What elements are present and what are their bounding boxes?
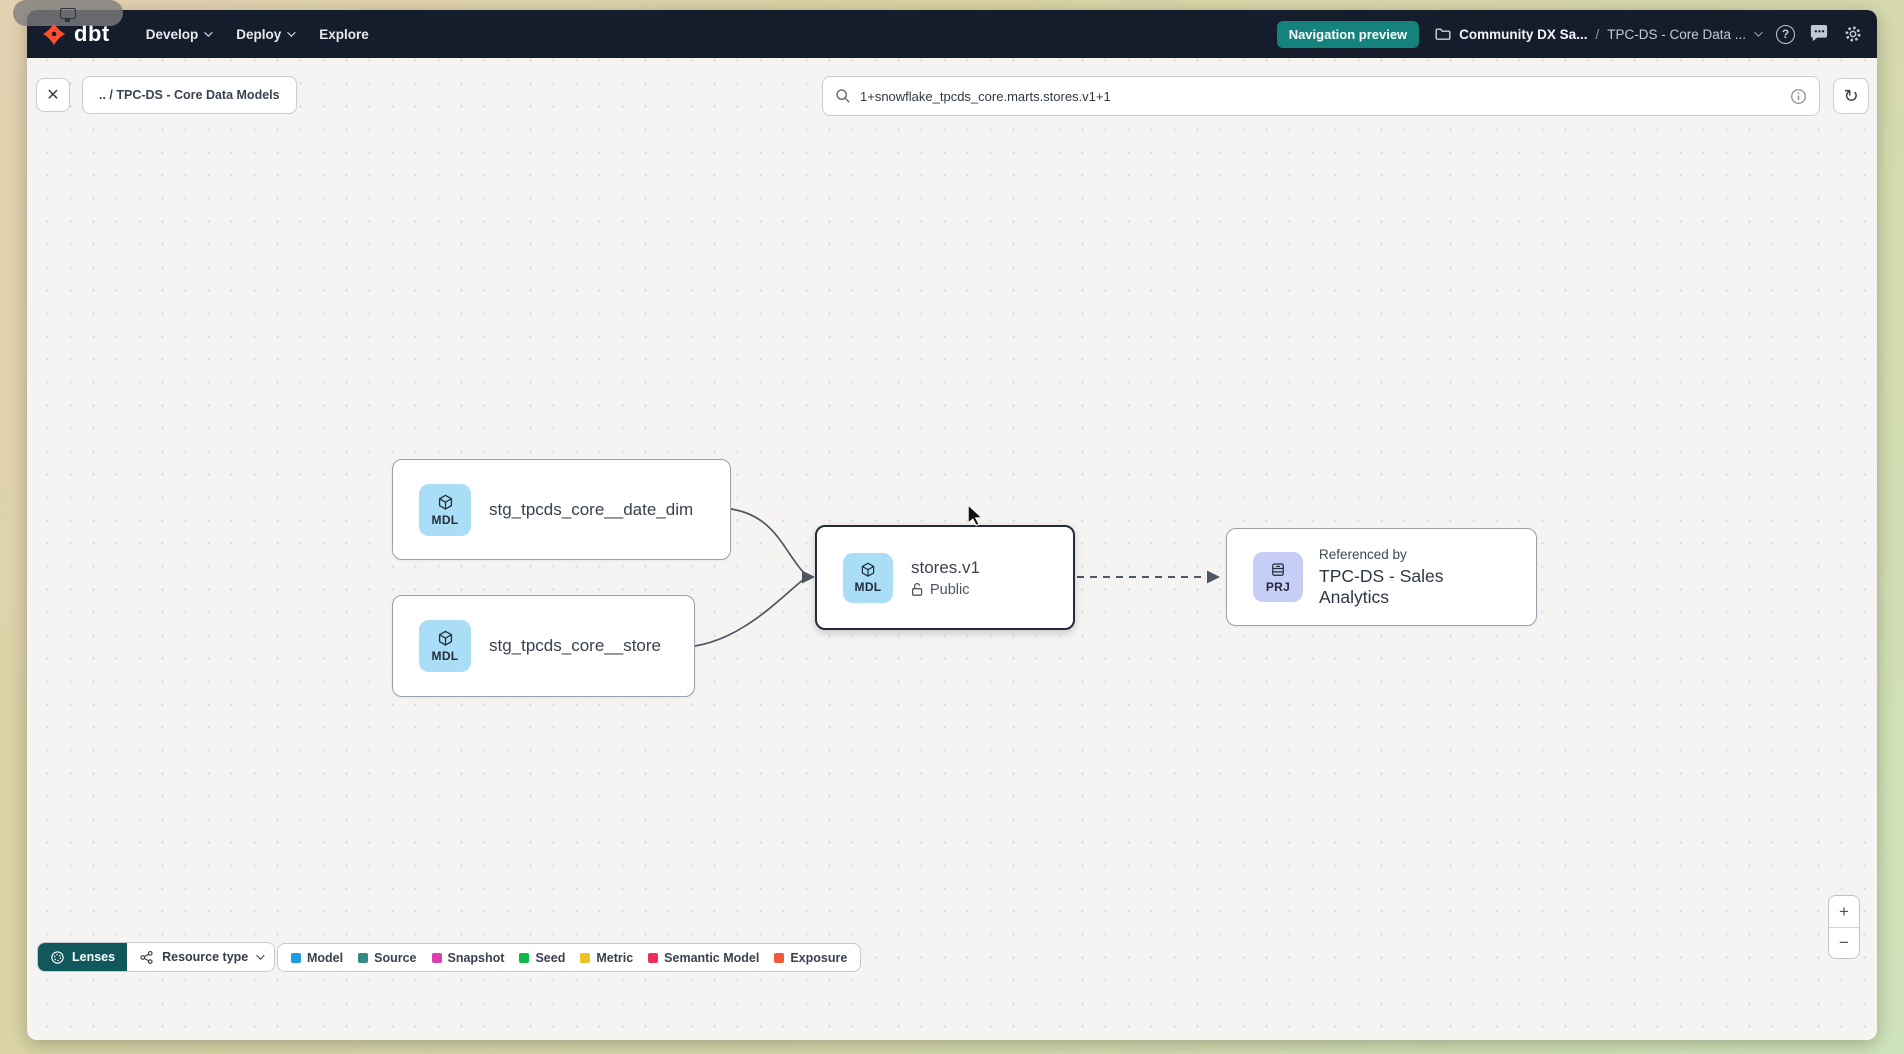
- model-badge: MDL: [843, 552, 893, 603]
- legend-item-model: Model: [291, 951, 343, 965]
- zoom-in-button[interactable]: +: [1829, 896, 1859, 927]
- dbt-logo-icon: [42, 22, 66, 46]
- legend-item-metric: Metric: [580, 951, 633, 965]
- cube-icon: [438, 494, 452, 510]
- node-stg-tpcds-core-store[interactable]: MDL stg_tpcds_core__store: [392, 595, 695, 697]
- cube-icon: [438, 630, 452, 646]
- resource-type-label: Resource type: [162, 950, 249, 964]
- top-navbar: dbt Develop Deploy Explore Navigation pr…: [27, 10, 1877, 58]
- refresh-button[interactable]: ↻: [1833, 78, 1869, 114]
- node-stg-tpcds-core-date-dim[interactable]: MDL stg_tpcds_core__date_dim: [392, 459, 731, 560]
- legend-swatch: [431, 952, 442, 963]
- nav-develop[interactable]: Develop: [145, 26, 213, 42]
- badge-label: MDL: [431, 649, 459, 663]
- help-icon[interactable]: ?: [1776, 24, 1795, 44]
- legend-item-semantic-model: Semantic Model: [648, 951, 759, 965]
- legend-label: Semantic Model: [664, 950, 760, 965]
- resource-graph-icon: [140, 950, 153, 964]
- legend-swatch: [358, 952, 369, 963]
- legend-swatch: [648, 952, 659, 963]
- lenses-label: Lenses: [72, 950, 116, 964]
- node-title: stores.v1: [911, 557, 980, 577]
- unlock-icon: [911, 582, 923, 596]
- badge-label: MDL: [854, 580, 882, 594]
- navigation-preview-badge[interactable]: Navigation preview: [1276, 20, 1420, 48]
- app-window: dbt Develop Deploy Explore Navigation pr…: [27, 10, 1877, 1040]
- access-label: Public: [930, 581, 970, 598]
- chevron-down-icon: [256, 951, 265, 960]
- legend-swatch: [774, 952, 785, 963]
- zoom-out-button[interactable]: −: [1829, 927, 1859, 958]
- mouse-cursor: [968, 505, 983, 527]
- node-tpcds-sales-analytics[interactable]: PRJ Referenced by TPC-DS - Sales Analyti…: [1226, 528, 1537, 626]
- node-stores-v1[interactable]: MDL stores.v1 Public: [815, 525, 1075, 630]
- lens-controls: Lenses Resource type: [37, 942, 276, 972]
- badge-label: MDL: [431, 512, 459, 527]
- folder-icon: [1435, 28, 1451, 40]
- resource-legend: Model Source Snapshot Seed Metric Semant…: [277, 943, 862, 972]
- lineage-search-bar[interactable]: [822, 76, 1820, 116]
- feedback-icon[interactable]: [1809, 25, 1829, 43]
- monitor-icon: [60, 7, 76, 22]
- info-icon[interactable]: [1790, 88, 1807, 105]
- close-button[interactable]: ✕: [36, 78, 70, 112]
- project-badge: PRJ: [1253, 552, 1303, 602]
- legend-label: Exposure: [790, 950, 848, 965]
- legend-label: Seed: [535, 950, 566, 965]
- breadcrumb-separator: /: [1595, 26, 1600, 42]
- legend-item-source: Source: [358, 950, 417, 965]
- lineage-path-chip[interactable]: .. / TPC-DS - Core Data Models: [82, 76, 297, 114]
- legend-swatch: [519, 952, 530, 963]
- breadcrumb-project[interactable]: TPC-DS - Core Data ...: [1607, 26, 1746, 42]
- nav-explore-label: Explore: [319, 26, 369, 42]
- nav-explore[interactable]: Explore: [319, 27, 369, 42]
- chevron-down-icon[interactable]: [1754, 28, 1763, 37]
- model-badge: MDL: [419, 483, 471, 536]
- legend-label: Snapshot: [447, 950, 505, 965]
- search-input[interactable]: [860, 88, 1781, 104]
- nav-deploy[interactable]: Deploy: [236, 26, 296, 42]
- search-icon: [836, 89, 850, 103]
- node-title: stg_tpcds_core__date_dim: [489, 499, 694, 519]
- cube-icon: [861, 562, 875, 577]
- legend-label: Source: [374, 950, 417, 965]
- legend-item-snapshot: Snapshot: [431, 950, 505, 965]
- resource-type-button[interactable]: Resource type: [127, 943, 275, 971]
- screenshare-indicator: [13, 0, 123, 26]
- chevron-down-icon: [204, 28, 213, 37]
- zoom-controls: + −: [1828, 895, 1860, 959]
- lineage-canvas[interactable]: MDL stg_tpcds_core__date_dim MDL stg_tpc…: [27, 58, 1877, 1040]
- referenced-by-label: Referenced by: [1319, 546, 1407, 562]
- legend-item-seed: Seed: [519, 951, 565, 965]
- nav-develop-label: Develop: [145, 26, 199, 42]
- badge-label: PRJ: [1265, 579, 1291, 594]
- nav-deploy-label: Deploy: [236, 26, 282, 42]
- legend-label: Metric: [596, 950, 634, 965]
- lenses-button[interactable]: Lenses: [38, 943, 128, 971]
- drawers-icon: [1272, 562, 1284, 576]
- node-title: stg_tpcds_core__store: [489, 636, 661, 655]
- chevron-down-icon: [287, 28, 296, 37]
- legend-label: Model: [307, 950, 344, 965]
- breadcrumb-account[interactable]: Community DX Sa...: [1459, 26, 1588, 42]
- legend-item-exposure: Exposure: [774, 951, 847, 965]
- node-title: TPC-DS - Sales Analytics: [1319, 565, 1444, 607]
- gear-icon[interactable]: [1843, 24, 1863, 44]
- legend-swatch: [580, 952, 591, 963]
- model-badge: MDL: [419, 620, 471, 672]
- legend-swatch: [291, 952, 301, 963]
- lens-icon: [51, 950, 64, 964]
- breadcrumb[interactable]: Community DX Sa... / TPC-DS - Core Data …: [1435, 26, 1763, 42]
